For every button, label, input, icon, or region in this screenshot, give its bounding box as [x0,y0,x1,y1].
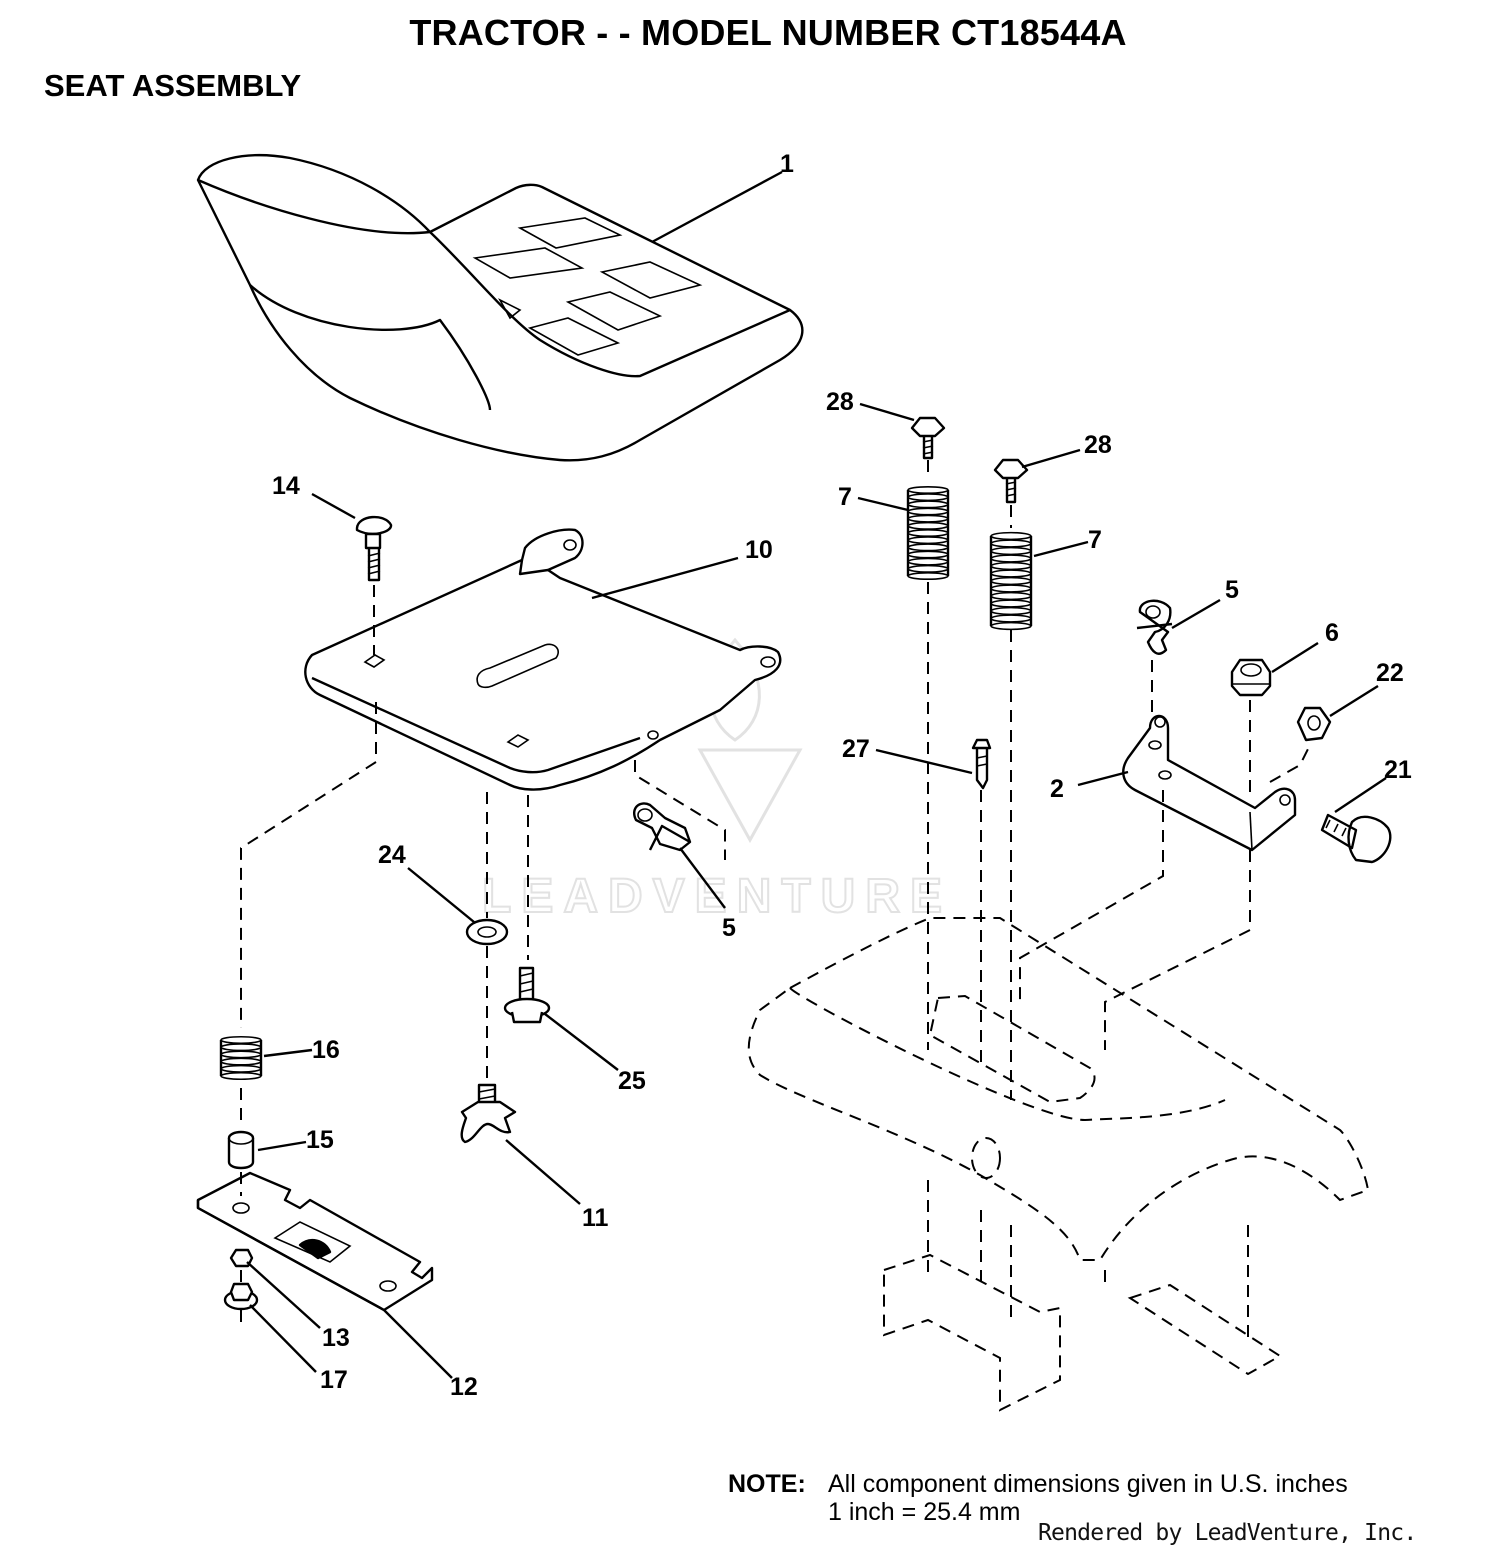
spring-coil [907,500,949,509]
spring-coil [907,571,949,581]
spring-coil [990,621,1032,631]
callout-13: 13 [322,1324,350,1352]
callout-10: 10 [745,536,773,564]
knob-part [460,1083,517,1144]
callout-25: 25 [618,1067,646,1095]
spring-coil [990,569,1032,578]
spring-coil [907,528,949,538]
callout-15: 15 [306,1126,334,1154]
note-line-2: 1 inch = 25.4 mm [828,1498,1021,1526]
spring-coil [220,1057,262,1066]
nut-part [229,1248,254,1268]
spring-part [906,485,950,581]
spring-coil [990,614,1032,623]
carriage-bolt-part [355,515,393,582]
hex-nut-part [1296,706,1332,742]
seat-part [196,154,804,462]
slide-plate-part [196,1171,434,1312]
pin-part [971,738,992,790]
callout-2: 2 [1050,775,1064,803]
leader-lines [246,170,1387,1379]
spring-coil [220,1043,262,1052]
note-line-1: All component dimensions given in U.S. i… [828,1470,1348,1498]
shoulder-screw-part [503,966,551,1024]
page-title: TRACTOR - - MODEL NUMBER CT18544A [409,12,1127,53]
spring-coil [907,564,949,573]
callout-17: 17 [320,1366,348,1394]
callout-7: 7 [838,483,852,511]
callout-28: 28 [826,388,854,416]
callout-27: 27 [842,735,870,763]
spring-coil [220,1050,262,1059]
seat-pan-part [304,528,782,791]
spring-coil [990,561,1032,571]
spring-coil [990,591,1032,601]
spring-coil [220,1035,262,1045]
callout-5: 5 [722,914,736,942]
cable-clip-part [633,802,692,852]
spring-coil [907,550,949,559]
spring-coil [990,599,1032,608]
callout-28: 28 [1084,431,1112,459]
flange-nut-part [223,1282,259,1311]
spring-coil [907,493,949,502]
spring-coil [990,584,1032,593]
note-label: NOTE: [728,1470,806,1498]
callout-1: 1 [780,150,794,178]
lock-nut-part [1230,658,1272,697]
callout-5: 5 [1225,576,1239,604]
callout-7: 7 [1088,526,1102,554]
spring-coil [990,576,1032,586]
callout-24: 24 [378,841,406,869]
spring-coil [907,485,949,495]
spring-coil [907,507,949,516]
spring-coil [907,557,949,566]
callout-22: 22 [1376,659,1404,687]
spring-coil [990,546,1032,556]
compression-spring-part [219,1035,263,1081]
callout-21: 21 [1384,756,1412,784]
callout-14: 14 [272,472,300,500]
callout-11: 11 [582,1204,609,1232]
cable-clip-part [1136,599,1173,655]
screw-part [910,416,946,460]
dimension-note: NOTE: All component dimensions given in U… [728,1470,1348,1526]
render-credit: Rendered by LeadVenture, Inc. [1038,1520,1417,1546]
mounting-bracket-part [1122,714,1297,852]
callout-16: 16 [312,1036,340,1064]
spring-coil [220,1064,262,1073]
leadventure-watermark: LEADVENTURE [481,637,952,924]
callout-labels: 1 28 28 14 10 7 7 5 6 22 27 2 21 24 5 16… [272,150,1412,1401]
spring-coil [990,539,1032,548]
spring-coil [990,554,1032,563]
spring-coil [907,521,949,530]
spring-coil [990,531,1032,541]
spring-part [989,531,1033,631]
spring-coil [220,1071,262,1081]
tractor-frame-dashed [747,917,1370,1412]
screw-part [993,458,1029,504]
section-title: SEAT ASSEMBLY [44,68,302,103]
spring-coil [907,543,949,552]
assembly-lines [240,460,1311,1340]
callout-12: 12 [450,1373,478,1401]
callout-6: 6 [1325,619,1339,647]
spacer-part [227,1130,255,1170]
spring-coil [907,536,949,545]
flat-washer-part [465,918,509,946]
spring-coil [907,514,949,523]
watermark-text: LEADVENTURE [482,870,952,923]
shoulder-bolt-part [1320,813,1392,864]
spring-coil [990,606,1032,616]
